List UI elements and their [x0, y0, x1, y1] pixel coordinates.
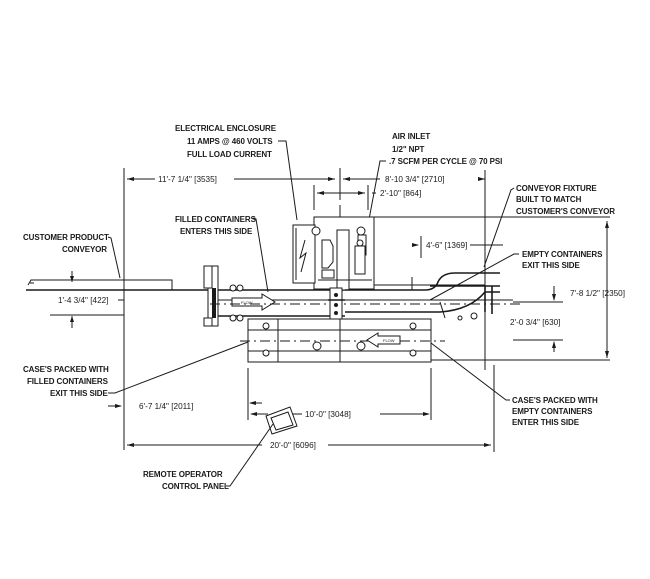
dimension-6-7: 6'-7 1/4" [2011] — [108, 401, 262, 411]
callout-line: ENTER THIS SIDE — [512, 418, 580, 427]
callout-line: AIR INLET — [392, 132, 430, 141]
callout-cases-empty-enter: CASE'S PACKED WITH EMPTY CONTAINERS ENTE… — [430, 342, 598, 427]
dim-text-10-0: 10'-0" [3048] — [305, 410, 351, 419]
dimension-20-0: 20'-0" [6096] — [127, 365, 495, 452]
callout-line: CASE'S PACKED WITH — [23, 365, 109, 374]
center-bolt-stack — [328, 287, 345, 321]
callout-line: CONVEYOR — [62, 245, 107, 254]
dim-text-4-6: 4'-6" [1369] — [426, 241, 467, 250]
remote-operator-panel — [265, 406, 298, 435]
dimension-11-7: 11'-7 1/4" [3535] — [127, 175, 335, 184]
dim-text-2-0: 2'-0 3/4" [630] — [510, 318, 560, 327]
dim-text-8-10: 8'-10 3/4" [2710] — [385, 175, 445, 184]
callout-line: ENTERS THIS SIDE — [180, 227, 253, 236]
callout-line: FILLED CONTAINERS — [27, 377, 109, 386]
callout-customer-conveyor: CUSTOMER PRODUCT CONVEYOR — [23, 233, 121, 279]
callout-line: CASE'S PACKED WITH — [512, 396, 598, 405]
callout-line: 1/2" NPT — [392, 145, 425, 154]
callout-line: CONVEYOR FIXTURE — [516, 184, 597, 193]
dimension-4-6: 4'-6" [1369] — [412, 236, 503, 258]
callout-line: CUSTOMER'S CONVEYOR — [516, 207, 615, 216]
callout-line: .7 SCFM PER CYCLE @ 70 PSI — [389, 157, 502, 166]
dimension-10-0: 10'-0" [3048] — [250, 410, 430, 419]
conveyor-fixture — [345, 272, 513, 321]
callout-line: FILLED CONTAINERS — [175, 215, 257, 224]
customer-conveyor — [26, 279, 210, 291]
dim-text-2-10: 2'-10" [864] — [380, 189, 421, 198]
callout-remote-panel: REMOTE OPERATOR CONTROL PANEL — [143, 423, 274, 491]
flow-label: FLOW — [383, 338, 395, 343]
callout-line: EMPTY CONTAINERS — [512, 407, 593, 416]
flow-arrow-right: FLOW — [231, 293, 276, 311]
callout-line: CONTROL PANEL — [162, 482, 229, 491]
dimension-7-8: 7'-8 1/2" [2350] — [570, 221, 625, 358]
flow-label: FLOW — [241, 300, 253, 305]
callout-line: EXIT THIS SIDE — [50, 389, 108, 398]
callout-line: EMPTY CONTAINERS — [522, 250, 603, 259]
flow-arrow-left: FLOW — [366, 332, 401, 348]
machine-conveyor: FLOW — [203, 265, 345, 327]
callout-electrical-enclosure: ELECTRICAL ENCLOSURE 11 AMPS @ 460 VOLTS… — [175, 124, 298, 221]
callout-line: 11 AMPS @ 460 VOLTS — [187, 137, 273, 146]
callout-line: REMOTE OPERATOR — [143, 470, 223, 479]
callout-line: EXIT THIS SIDE — [522, 261, 580, 270]
callout-conveyor-fixture: CONVEYOR FIXTURE BUILT TO MATCH CUSTOMER… — [483, 184, 615, 268]
dimension-2-0: 2'-0 3/4" [630] — [510, 286, 563, 352]
callout-line: ELECTRICAL ENCLOSURE — [175, 124, 277, 133]
dim-text-20-0: 20'-0" [6096] — [270, 441, 316, 450]
electrical-enclosure — [292, 224, 316, 284]
dim-text-7-8: 7'-8 1/2" [2350] — [570, 289, 625, 298]
machine-frame — [292, 216, 485, 291]
case-conveyor: FLOW — [240, 318, 445, 420]
callout-line: CUSTOMER PRODUCT — [23, 233, 109, 242]
dim-text-6-7: 6'-7 1/4" [2011] — [139, 402, 193, 411]
callout-line: BUILT TO MATCH — [516, 195, 582, 204]
dim-text-1-4: 1'-4 3/4" [422] — [58, 296, 108, 305]
dimension-2-10: 2'-10" [864] — [313, 185, 421, 210]
callout-filled-containers-enter: FILLED CONTAINERS ENTERS THIS SIDE — [175, 215, 269, 293]
dimension-1-4: 1'-4 3/4" [422] — [50, 271, 124, 328]
dimension-8-10: 8'-10 3/4" [2710] — [343, 175, 485, 184]
callout-line: FULL LOAD CURRENT — [187, 150, 272, 159]
dim-text-11-7: 11'-7 1/4" [3535] — [158, 175, 217, 184]
callout-cases-filled-exit: CASE'S PACKED WITH FILLED CONTAINERS EXI… — [23, 341, 249, 398]
